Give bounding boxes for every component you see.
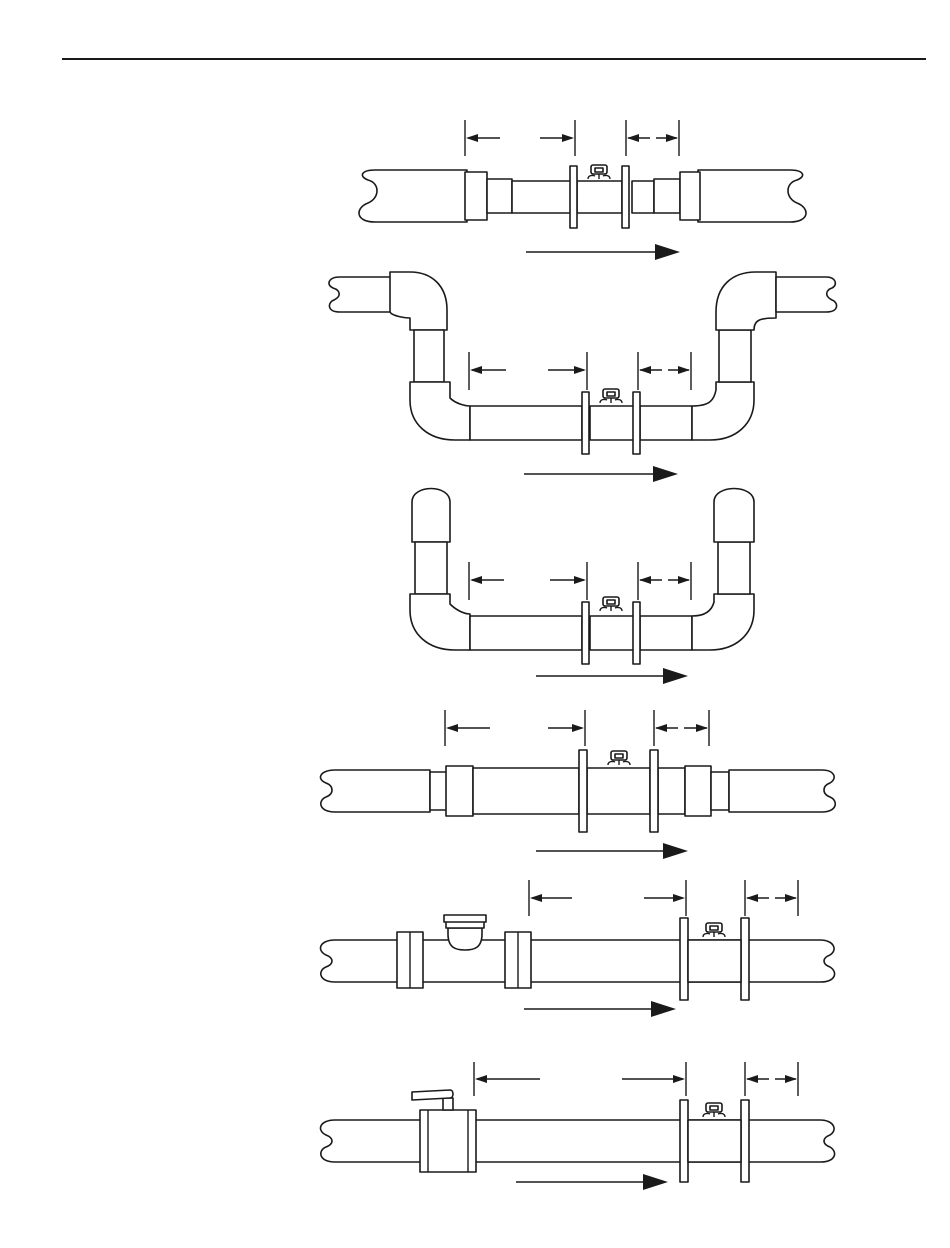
config-control-valve-upstream: [320, 1062, 834, 1190]
elbow-icon: [410, 594, 470, 650]
flow-arrow-icon: [651, 1001, 676, 1017]
dimension-upstream: [469, 562, 587, 600]
dimension-upstream: [469, 352, 587, 390]
dimension-downstream: [745, 880, 798, 916]
pipe-break-icon: [359, 170, 467, 222]
pipe-break-icon: [698, 170, 806, 222]
flow-arrow-icon: [653, 466, 678, 482]
elbow-icon: [716, 272, 776, 330]
expander-icon: [680, 172, 700, 220]
pipe-break-icon: [320, 1120, 834, 1162]
config-concentric-reducer: [359, 120, 806, 260]
dimension-upstream: [445, 710, 585, 746]
flow-arrow-icon: [663, 843, 688, 859]
pipe-break-icon: [320, 770, 430, 812]
elbow-icon: [714, 489, 754, 543]
pipe-break-icon: [729, 770, 835, 812]
reducer-icon: [685, 766, 711, 816]
config-strainer-or-filter: [320, 880, 834, 1017]
dimension-downstream: [638, 562, 691, 600]
flow-arrow-icon: [655, 244, 680, 260]
dimension-upstream: [474, 1062, 686, 1096]
elbow-icon: [412, 489, 450, 543]
dimension-downstream: [745, 1062, 798, 1096]
dimension-downstream: [654, 710, 709, 746]
flow-arrow-icon: [663, 668, 688, 684]
elbow-icon: [410, 382, 470, 440]
dimension-arrow-icon: [466, 134, 478, 142]
expander-icon: [446, 766, 473, 816]
dimension-upstream: [465, 120, 575, 156]
config-two-elbows-in-plane: [410, 489, 754, 685]
dimension-upstream: [529, 880, 686, 916]
config-two-elbows-out-of-plane: [329, 272, 837, 482]
dimension-downstream: [638, 352, 691, 390]
config-concentric-expander: [320, 710, 835, 859]
elbow-icon: [390, 272, 447, 330]
elbow-icon: [692, 594, 754, 650]
dimension-downstream: [626, 120, 679, 156]
valve-icon: [412, 1090, 476, 1172]
flow-arrow-icon: [643, 1174, 668, 1190]
reducer-icon: [465, 172, 487, 220]
elbow-icon: [692, 382, 754, 440]
